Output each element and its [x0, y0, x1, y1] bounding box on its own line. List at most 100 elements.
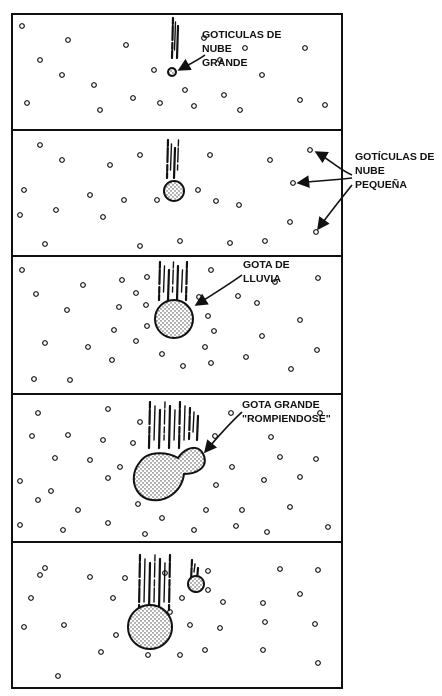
cloud-droplet-8	[91, 82, 97, 88]
cloud-droplet-18	[237, 107, 243, 113]
cloud-droplet-131	[220, 599, 226, 605]
cloud-droplet-129	[110, 595, 116, 601]
cloud-droplet-30	[313, 229, 319, 235]
cloud-droplet-9	[59, 72, 65, 78]
panel4-streak-7	[183, 405, 186, 441]
cloud-droplet-27	[267, 157, 273, 163]
cloud-droplet-66	[42, 340, 48, 346]
fall-streaks-layer	[137, 16, 200, 612]
cloud-droplet-46	[262, 238, 268, 244]
panel2-streak-1	[169, 143, 173, 171]
breaking-drop	[132, 447, 206, 502]
cloud-droplet-142	[177, 652, 183, 658]
cloud-droplet-67	[85, 344, 91, 350]
cloud-droplet-126	[277, 566, 283, 572]
cloud-droplet-34	[17, 212, 23, 218]
cloud-droplet-39	[213, 198, 219, 204]
cloud-droplet-28	[307, 147, 313, 153]
cloud-droplet-0	[19, 23, 25, 29]
panel5b-streak-1	[193, 563, 196, 573]
panel1-streak-0	[170, 16, 175, 60]
panel1-streak-2	[175, 24, 180, 60]
cloud-droplet-135	[61, 622, 67, 628]
cloud-droplet-35	[100, 214, 106, 220]
cloud-droplet-14	[130, 95, 136, 101]
cloud-droplet-130	[179, 595, 185, 601]
cloud-droplet-48	[80, 282, 86, 288]
cloud-droplet-122	[87, 574, 93, 580]
cloud-droplet-86	[29, 433, 35, 439]
cloud-droplet-110	[239, 507, 245, 513]
cloud-droplet-87	[65, 432, 71, 438]
cloud-droplet-140	[98, 649, 104, 655]
cloud-droplet-43	[137, 243, 143, 249]
rain-drop	[154, 299, 194, 339]
growing-drop	[163, 180, 185, 202]
cloud-droplet-79	[288, 366, 294, 372]
cloud-droplet-81	[35, 410, 41, 416]
large-drop-breaking-label: GOTA GRANDE "ROMPIENDOSE"	[242, 399, 331, 425]
cloud-droplet-65	[211, 328, 217, 334]
arrow-small-droplet-3	[317, 184, 353, 231]
cloud-droplet-2	[123, 42, 129, 48]
cloud-droplet-54	[33, 291, 39, 297]
panel4-streak-0	[147, 400, 152, 450]
panel4-streak-1	[153, 405, 156, 441]
cloud-droplet-44	[177, 238, 183, 244]
cloud-droplet-147	[113, 632, 119, 638]
panel5-streak-4	[157, 557, 162, 612]
cloud-droplet-63	[144, 323, 150, 329]
cloud-droplet-52	[272, 279, 278, 285]
cloud-droplet-32	[53, 207, 59, 213]
panel3-streak-6	[184, 260, 189, 302]
cloud-droplet-137	[217, 625, 223, 631]
large-cloud-droplets-label: GOTICULAS DE NUBE GRANDE	[202, 29, 282, 69]
panel5-streak-6	[167, 553, 172, 612]
cloud-droplet-61	[205, 313, 211, 319]
panel5-streak-1	[143, 558, 146, 603]
panel4-streak-5	[173, 409, 176, 441]
panel4-streak-6	[177, 400, 182, 450]
cloud-droplet-128	[28, 595, 34, 601]
cloud-droplet-6	[151, 67, 157, 73]
panel3-streak-5	[180, 269, 184, 293]
cloud-droplet-83	[137, 419, 143, 425]
cloud-droplet-119	[325, 524, 331, 530]
panel2-streak-0	[165, 138, 170, 180]
cloud-droplet-13	[97, 107, 103, 113]
cloud-droplet-94	[117, 464, 123, 470]
cloud-droplet-49	[119, 277, 125, 283]
cloud-droplet-23	[59, 157, 65, 163]
cloud-droplet-102	[213, 482, 219, 488]
cloud-droplet-80	[67, 377, 73, 383]
panels-layer	[11, 13, 343, 689]
cloud-droplet-51	[208, 267, 214, 273]
cloud-droplet-72	[109, 357, 115, 363]
cloud-droplet-16	[191, 103, 197, 109]
cloud-droplet-143	[202, 647, 208, 653]
large-cloud-droplet-drop	[167, 67, 177, 77]
panel-5	[11, 541, 343, 689]
small-cloud-droplets-label: GOTÍCULAS DE NUBE PEQUEÑA	[355, 151, 435, 191]
cloud-droplet-104	[297, 474, 303, 480]
cloud-droplet-10	[259, 72, 265, 78]
cloud-droplet-100	[48, 488, 54, 494]
split-drop-large	[127, 604, 173, 650]
cloud-droplet-59	[64, 307, 70, 313]
cloud-droplet-127	[315, 567, 321, 573]
cloud-droplet-141	[145, 652, 151, 658]
cloud-droplet-105	[35, 497, 41, 503]
panel3-streak-2	[166, 268, 171, 302]
panel2-streak-2	[172, 146, 177, 180]
cloud-droplet-57	[196, 294, 202, 300]
arrow-breaking-drop	[203, 411, 243, 454]
cloud-droplet-55	[133, 290, 139, 296]
cloud-droplet-15	[157, 100, 163, 106]
arrows-layer	[177, 54, 353, 454]
cloud-droplet-101	[105, 475, 111, 481]
cloud-droplet-93	[87, 457, 93, 463]
cloud-droplet-92	[52, 455, 58, 461]
cloud-droplet-145	[55, 673, 61, 679]
cloud-droplet-144	[260, 647, 266, 653]
cloud-droplet-91	[268, 434, 274, 440]
